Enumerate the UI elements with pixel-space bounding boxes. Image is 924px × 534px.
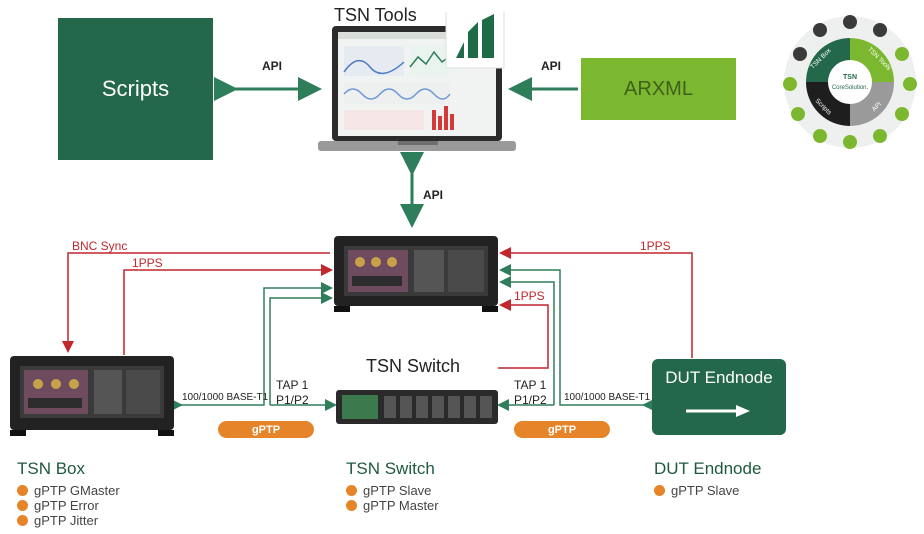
laptop-image	[318, 12, 516, 151]
api-right-label: API	[541, 59, 562, 73]
pps-right-line	[499, 247, 693, 358]
gptp-left-badge: gPTP	[218, 421, 314, 438]
link-right-label: 100/1000 BASE-T1	[564, 392, 651, 403]
list-item: gPTP GMaster	[17, 483, 120, 498]
arrow-right-icon	[686, 405, 750, 417]
bullet-icon	[654, 485, 665, 496]
dut-endnode-heading: DUT Endnode	[654, 459, 762, 478]
wheel-nodes	[783, 15, 917, 149]
tsn-switch-title: TSN Switch	[366, 356, 461, 376]
dut-endnode-box: DUT Endnode	[652, 359, 786, 435]
wheel-center-title: TSN	[843, 74, 857, 81]
dut-endnode-caption: DUT Endnode gPTP Slave	[654, 459, 761, 498]
tsn-box-image	[10, 356, 174, 436]
api-left-label: API	[262, 59, 283, 73]
feature-text: gPTP Error	[34, 498, 99, 513]
arxml-box: ARXML	[581, 58, 736, 120]
bullet-icon	[17, 485, 28, 496]
bullet-icon	[17, 515, 28, 526]
tap-left-label-1: TAP 1	[276, 378, 309, 392]
list-item: gPTP Jitter	[17, 513, 120, 528]
pps-right-label: 1PPS	[640, 239, 671, 253]
bullet-icon	[17, 500, 28, 511]
api-down-label: API	[423, 188, 444, 202]
dut-endnode-box-label: DUT Endnode	[665, 368, 773, 387]
feature-text: gPTP Master	[363, 498, 439, 513]
tap-left-line-2	[269, 292, 333, 405]
pps-mid-label: 1PPS	[514, 289, 545, 303]
tsn-switch-caption: TSN Switch gPTP Slave gPTP Master	[346, 459, 439, 513]
bnc-sync-label: BNC Sync	[72, 239, 128, 253]
link-left-label: 100/1000 BASE-T1	[182, 392, 269, 403]
feature-text: gPTP Jitter	[34, 513, 99, 528]
tap-right-line-1	[499, 264, 654, 411]
feature-text: gPTP Slave	[671, 483, 740, 498]
scripts-box: Scripts	[58, 18, 213, 160]
tap-right-label-1: TAP 1	[514, 378, 547, 392]
bullet-icon	[346, 485, 357, 496]
bnc-sync-line	[62, 252, 330, 353]
pps-mid-line	[498, 299, 549, 369]
gptp-right-badge: gPTP	[514, 421, 610, 438]
feature-text: gPTP Slave	[363, 483, 432, 498]
tsn-switch-image	[336, 390, 498, 424]
bullet-icon	[346, 500, 357, 511]
tap-device-image	[334, 236, 498, 312]
pps-left-label: 1PPS	[132, 256, 163, 270]
feature-text: gPTP GMaster	[34, 483, 120, 498]
list-item: gPTP Error	[17, 498, 120, 513]
tsn-box-heading: TSN Box	[17, 459, 86, 478]
tsn-box-caption: TSN Box gPTP GMaster gPTP Error gPTP Jit…	[17, 459, 120, 528]
tap-left-line-1	[171, 282, 333, 411]
tsn-switch-heading: TSN Switch	[346, 459, 435, 478]
list-item: gPTP Master	[346, 498, 439, 513]
tap-right-line-2	[499, 276, 555, 405]
list-item: gPTP Slave	[654, 483, 761, 498]
arxml-label: ARXML	[624, 77, 693, 100]
tap-left-label-2: P1/P2	[276, 393, 309, 407]
tap-right-label-2: P1/P2	[514, 393, 547, 407]
tsn-tools-title: TSN Tools	[334, 5, 417, 25]
pps-left-line	[123, 264, 333, 355]
scripts-label: Scripts	[101, 76, 170, 101]
tsn-coresolution-wheel: TSN CoreSolution. TSN Box TSN Tools Scri…	[783, 15, 917, 149]
wheel-center-subtitle: CoreSolution.	[832, 85, 869, 91]
list-item: gPTP Slave	[346, 483, 439, 498]
